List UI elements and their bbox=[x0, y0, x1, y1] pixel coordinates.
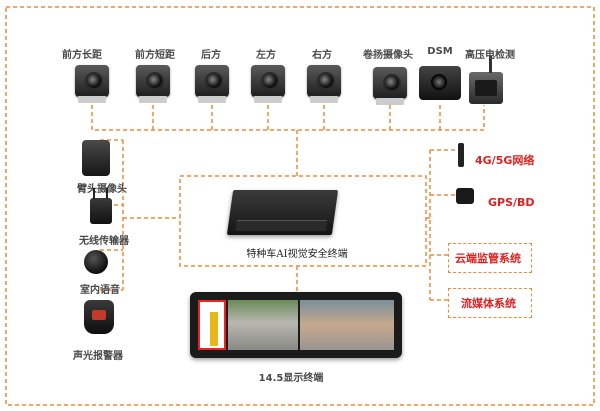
camera-label-left: 左方 bbox=[256, 50, 276, 61]
outer-border bbox=[5, 6, 595, 406]
display-label: 14.5显示终端 bbox=[258, 373, 324, 384]
camera-label-right: 右方 bbox=[312, 50, 332, 61]
camera-label-hv-detector: 高压电检测 bbox=[465, 50, 515, 61]
right-label-network: 4G/5G网络 bbox=[475, 154, 535, 167]
right-label-streaming-system: 流媒体系统 bbox=[461, 297, 516, 310]
display-pane-right bbox=[300, 300, 394, 350]
camera-label-front-long: 前方长距 bbox=[62, 50, 102, 61]
alarm-icon bbox=[84, 300, 114, 334]
right-bus-line bbox=[426, 149, 455, 301]
wireless-transmitter-icon bbox=[90, 188, 112, 224]
camera-label-dsm: DSM bbox=[427, 46, 453, 57]
left-label-indoor-voice: 室内语音 bbox=[80, 285, 120, 296]
camera-left-icon bbox=[251, 65, 285, 103]
streaming-system-box bbox=[448, 288, 532, 318]
camera-right-icon bbox=[307, 65, 341, 103]
display-pane-middle bbox=[228, 300, 298, 350]
camera-front-short-icon bbox=[136, 65, 170, 103]
camera-winch-icon bbox=[373, 67, 407, 105]
camera-front-long-icon bbox=[75, 65, 109, 103]
camera-label-winch: 卷扬摄像头 bbox=[363, 50, 413, 61]
terminal-label: 特种车AI视觉安全终端 bbox=[246, 249, 348, 260]
left-bus-line bbox=[100, 139, 180, 291]
camera-label-rear: 后方 bbox=[201, 50, 221, 61]
high-voltage-detector-icon bbox=[469, 56, 503, 104]
right-label-cloud-system: 云端监管系统 bbox=[455, 252, 521, 265]
display-terminal bbox=[190, 292, 402, 358]
indoor-voice-icon bbox=[84, 250, 108, 274]
arm-camera-icon bbox=[82, 140, 110, 176]
left-label-wireless-transmitter: 无线传输器 bbox=[79, 236, 129, 247]
terminal-frame bbox=[179, 175, 427, 267]
display-pane-left bbox=[198, 300, 226, 350]
antenna-icon bbox=[458, 143, 464, 167]
camera-rear-icon bbox=[195, 65, 229, 103]
left-label-arm-camera: 臂头摄像头 bbox=[77, 184, 127, 195]
camera-bus-line bbox=[91, 105, 485, 131]
right-label-gps: GPS/BD bbox=[488, 196, 535, 209]
gps-module-icon bbox=[456, 188, 474, 204]
camera-label-front-short: 前方短距 bbox=[135, 50, 175, 61]
dsm-camera-icon bbox=[419, 66, 461, 100]
ai-terminal-device bbox=[226, 190, 339, 235]
left-label-alarm: 声光报警器 bbox=[73, 351, 123, 362]
cloud-system-box bbox=[448, 243, 532, 273]
